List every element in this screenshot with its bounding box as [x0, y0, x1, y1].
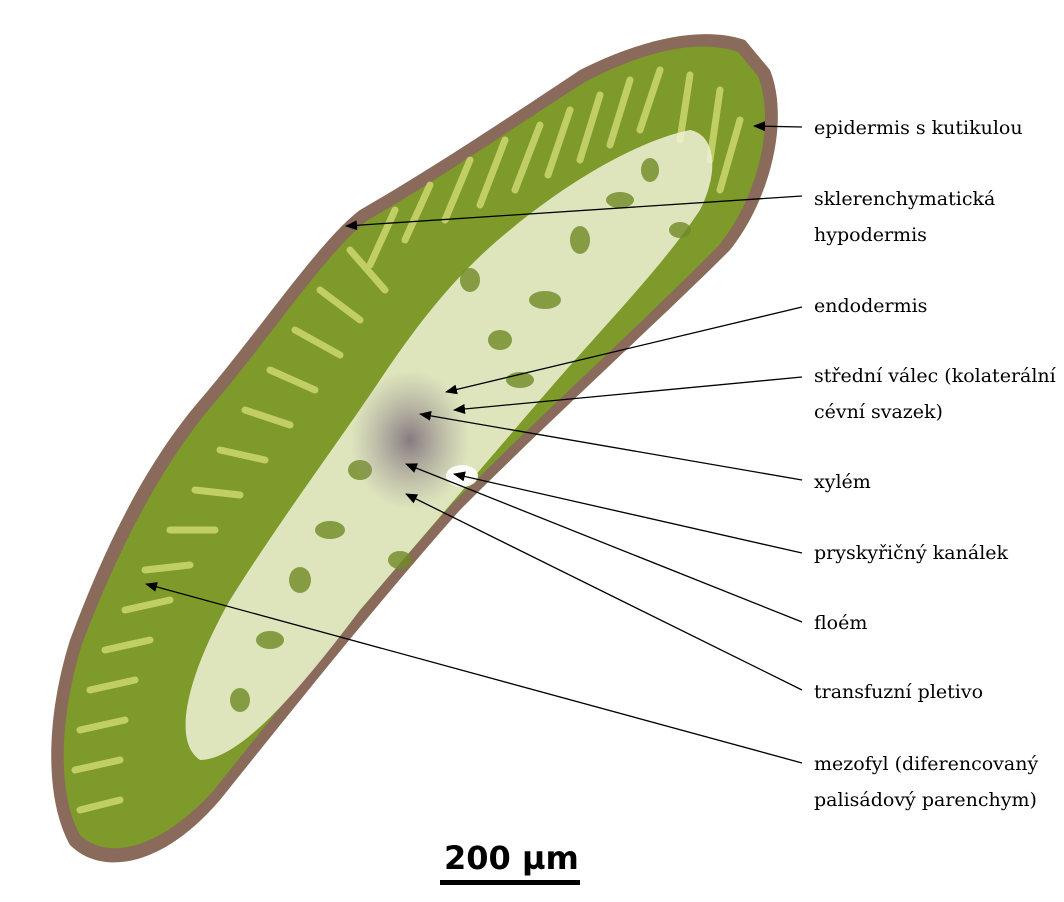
leader-transfusion [406, 494, 802, 690]
label-xylem: xylém [814, 464, 871, 500]
scale-bar-label: 200 µm [444, 838, 579, 878]
label-hypodermis-line2: hypodermis [814, 217, 927, 253]
label-transfusion: transfuzní pletivo [814, 674, 983, 710]
label-resin-canal: pryskyřičný kanálek [814, 535, 1008, 571]
leader-resin [454, 474, 802, 553]
label-phloem: floém [814, 605, 867, 641]
label-endodermis: endodermis [814, 288, 927, 324]
label-cylinder-line1: střední válec (kolaterální [814, 358, 1056, 394]
label-mesophyll-line1: mezofyl (diferencovaný [814, 746, 1038, 782]
label-cylinder-line2: cévní svazek) [814, 394, 943, 430]
label-mesophyll-line2: palisádový parenchym) [814, 782, 1037, 818]
label-hypodermis-line1: sklerenchymatická [814, 181, 995, 217]
leader-phloem [406, 464, 802, 622]
scale-bar [440, 880, 580, 885]
label-epidermis: epidermis s kutikulou [814, 110, 1023, 146]
